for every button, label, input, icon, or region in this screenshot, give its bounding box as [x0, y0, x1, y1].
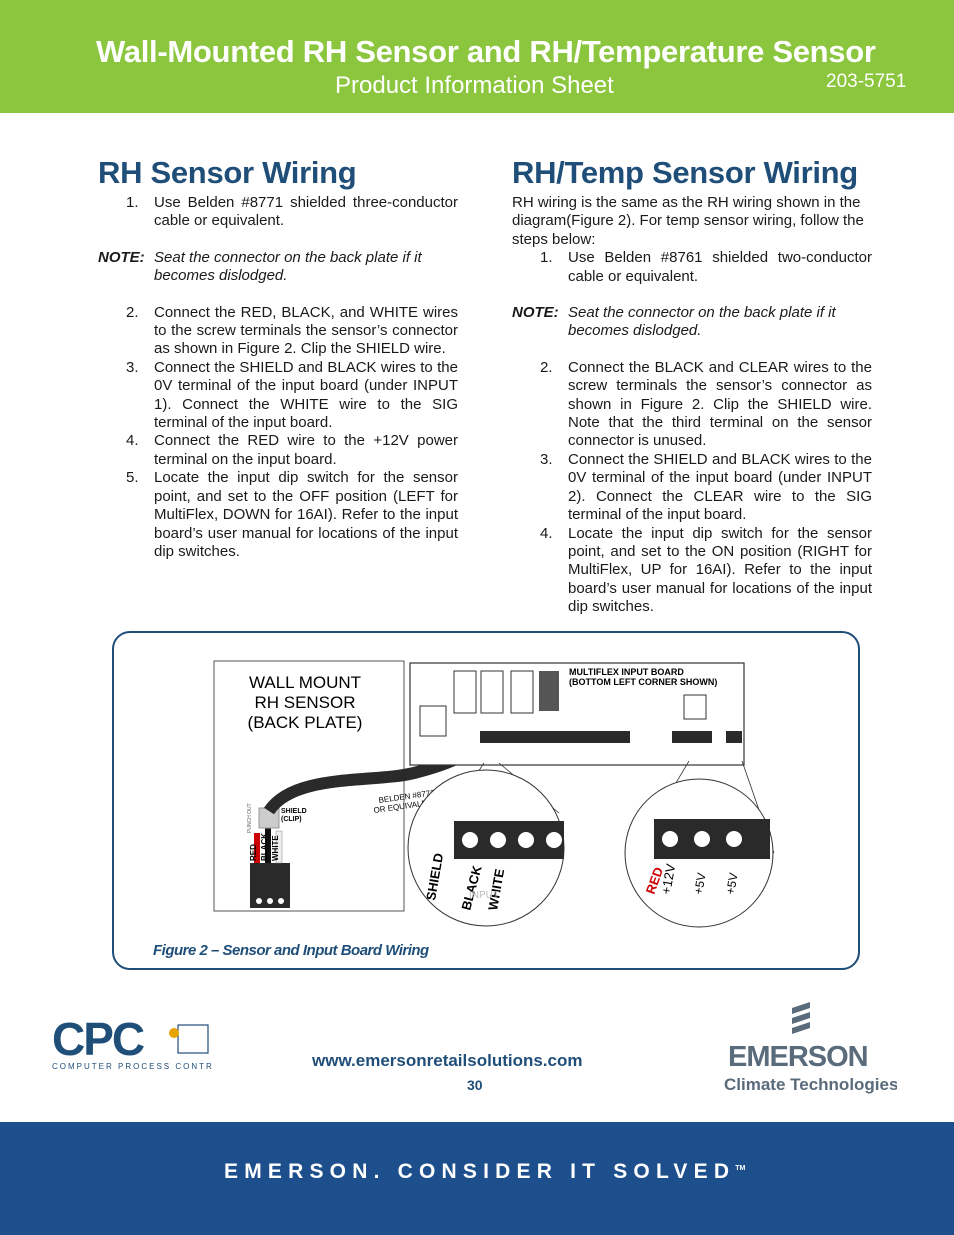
wiring-diagram: WALL MOUNT RH SENSOR (BACK PLATE) RED BL… — [213, 660, 775, 928]
svg-text:+5V: +5V — [723, 872, 741, 896]
list-item: 4. Locate the input dip switch for the s… — [540, 524, 872, 616]
svg-text:SHIELD: SHIELD — [281, 808, 307, 815]
sensor-label: (BACK PLATE) — [248, 713, 363, 732]
svg-text:BLACK: BLACK — [260, 833, 269, 861]
list-item: 2. Connect the RED, BLACK, and WHITE wir… — [126, 303, 458, 358]
rh-temp-heading: RH/Temp Sensor Wiring — [512, 155, 858, 190]
svg-text:+12V: +12V — [658, 862, 678, 895]
svg-text:PUNCH OUT: PUNCH OUT — [247, 803, 253, 833]
page-number: 30 — [467, 1077, 483, 1093]
website-link[interactable]: www.emersonretailsolutions.com — [312, 1051, 583, 1070]
header-banner — [0, 0, 954, 113]
list-item: 1. Use Belden #8761 shielded two-conduct… — [540, 249, 872, 285]
svg-text:INPUT: INPUT — [469, 890, 499, 901]
svg-text:WHITE: WHITE — [485, 867, 507, 911]
svg-text:CPC: CPC — [52, 1015, 144, 1065]
list-item: 1. Use Belden #8771 shielded three-condu… — [126, 194, 458, 230]
svg-text:Climate Technologies: Climate Technologies — [724, 1075, 897, 1094]
svg-text:+5V: +5V — [691, 872, 709, 896]
svg-text:COMPUTER PROCESS CONTROLS: COMPUTER PROCESS CONTROLS — [52, 1062, 212, 1071]
list-item: 3. Connect the SHIELD and BLACK wires to… — [126, 358, 458, 432]
cpc-logo: CPC COMPUTER PROCESS CONTROLS — [52, 1015, 212, 1071]
list-item: 4. Connect the RED wire to the +12V powe… — [126, 432, 458, 468]
emerson-logo: EMERSON Climate Technologies — [724, 1002, 897, 1094]
figure-frame: WALL MOUNT RH SENSOR (BACK PLATE) RED BL… — [112, 631, 860, 970]
sensor-label: RH SENSOR — [254, 693, 355, 712]
rh-sensor-heading: RH Sensor Wiring — [98, 155, 357, 190]
svg-text:(BOTTOM LEFT CORNER SHOWN): (BOTTOM LEFT CORNER SHOWN) — [569, 677, 717, 687]
svg-text:(CLIP): (CLIP) — [281, 816, 302, 823]
sensor-label: WALL MOUNT — [249, 673, 361, 692]
document-code: 203-5751 — [826, 71, 907, 92]
list-item: 2. Connect the BLACK and CLEAR wires to … — [540, 358, 872, 450]
svg-text:EMERSON: EMERSON — [728, 1041, 868, 1073]
page-subtitle: Product Information Sheet — [335, 72, 614, 99]
svg-text:MULTIFLEX INPUT BOARD: MULTIFLEX INPUT BOARD — [569, 667, 684, 677]
rh-temp-section: RH/Temp Sensor Wiring RH wiring is the s… — [512, 156, 872, 617]
list-item: 3. Connect the SHIELD and BLACK wires to… — [540, 450, 872, 524]
svg-text:RED: RED — [249, 844, 258, 861]
rh-sensor-section: RH Sensor Wiring 1. Use Belden #8771 shi… — [98, 156, 458, 561]
note: NOTE: Seat the connector on the back pla… — [512, 304, 836, 340]
footer-banner — [0, 1122, 954, 1235]
slogan: EMERSON. CONSIDER IT SOLVEDTM — [224, 1160, 746, 1183]
list-item: 5. Locate the input dip switch for the s… — [126, 469, 458, 560]
page-title: Wall-Mounted RH Sensor and RH/Temperatur… — [96, 34, 876, 69]
intro-text: RH wiring is the same as the RH wiring s… — [512, 194, 864, 248]
svg-text:WHITE: WHITE — [271, 835, 280, 861]
figure-caption: Figure 2 – Sensor and Input Board Wiring — [153, 942, 429, 959]
note: NOTE: Seat the connector on the back pla… — [98, 248, 422, 285]
